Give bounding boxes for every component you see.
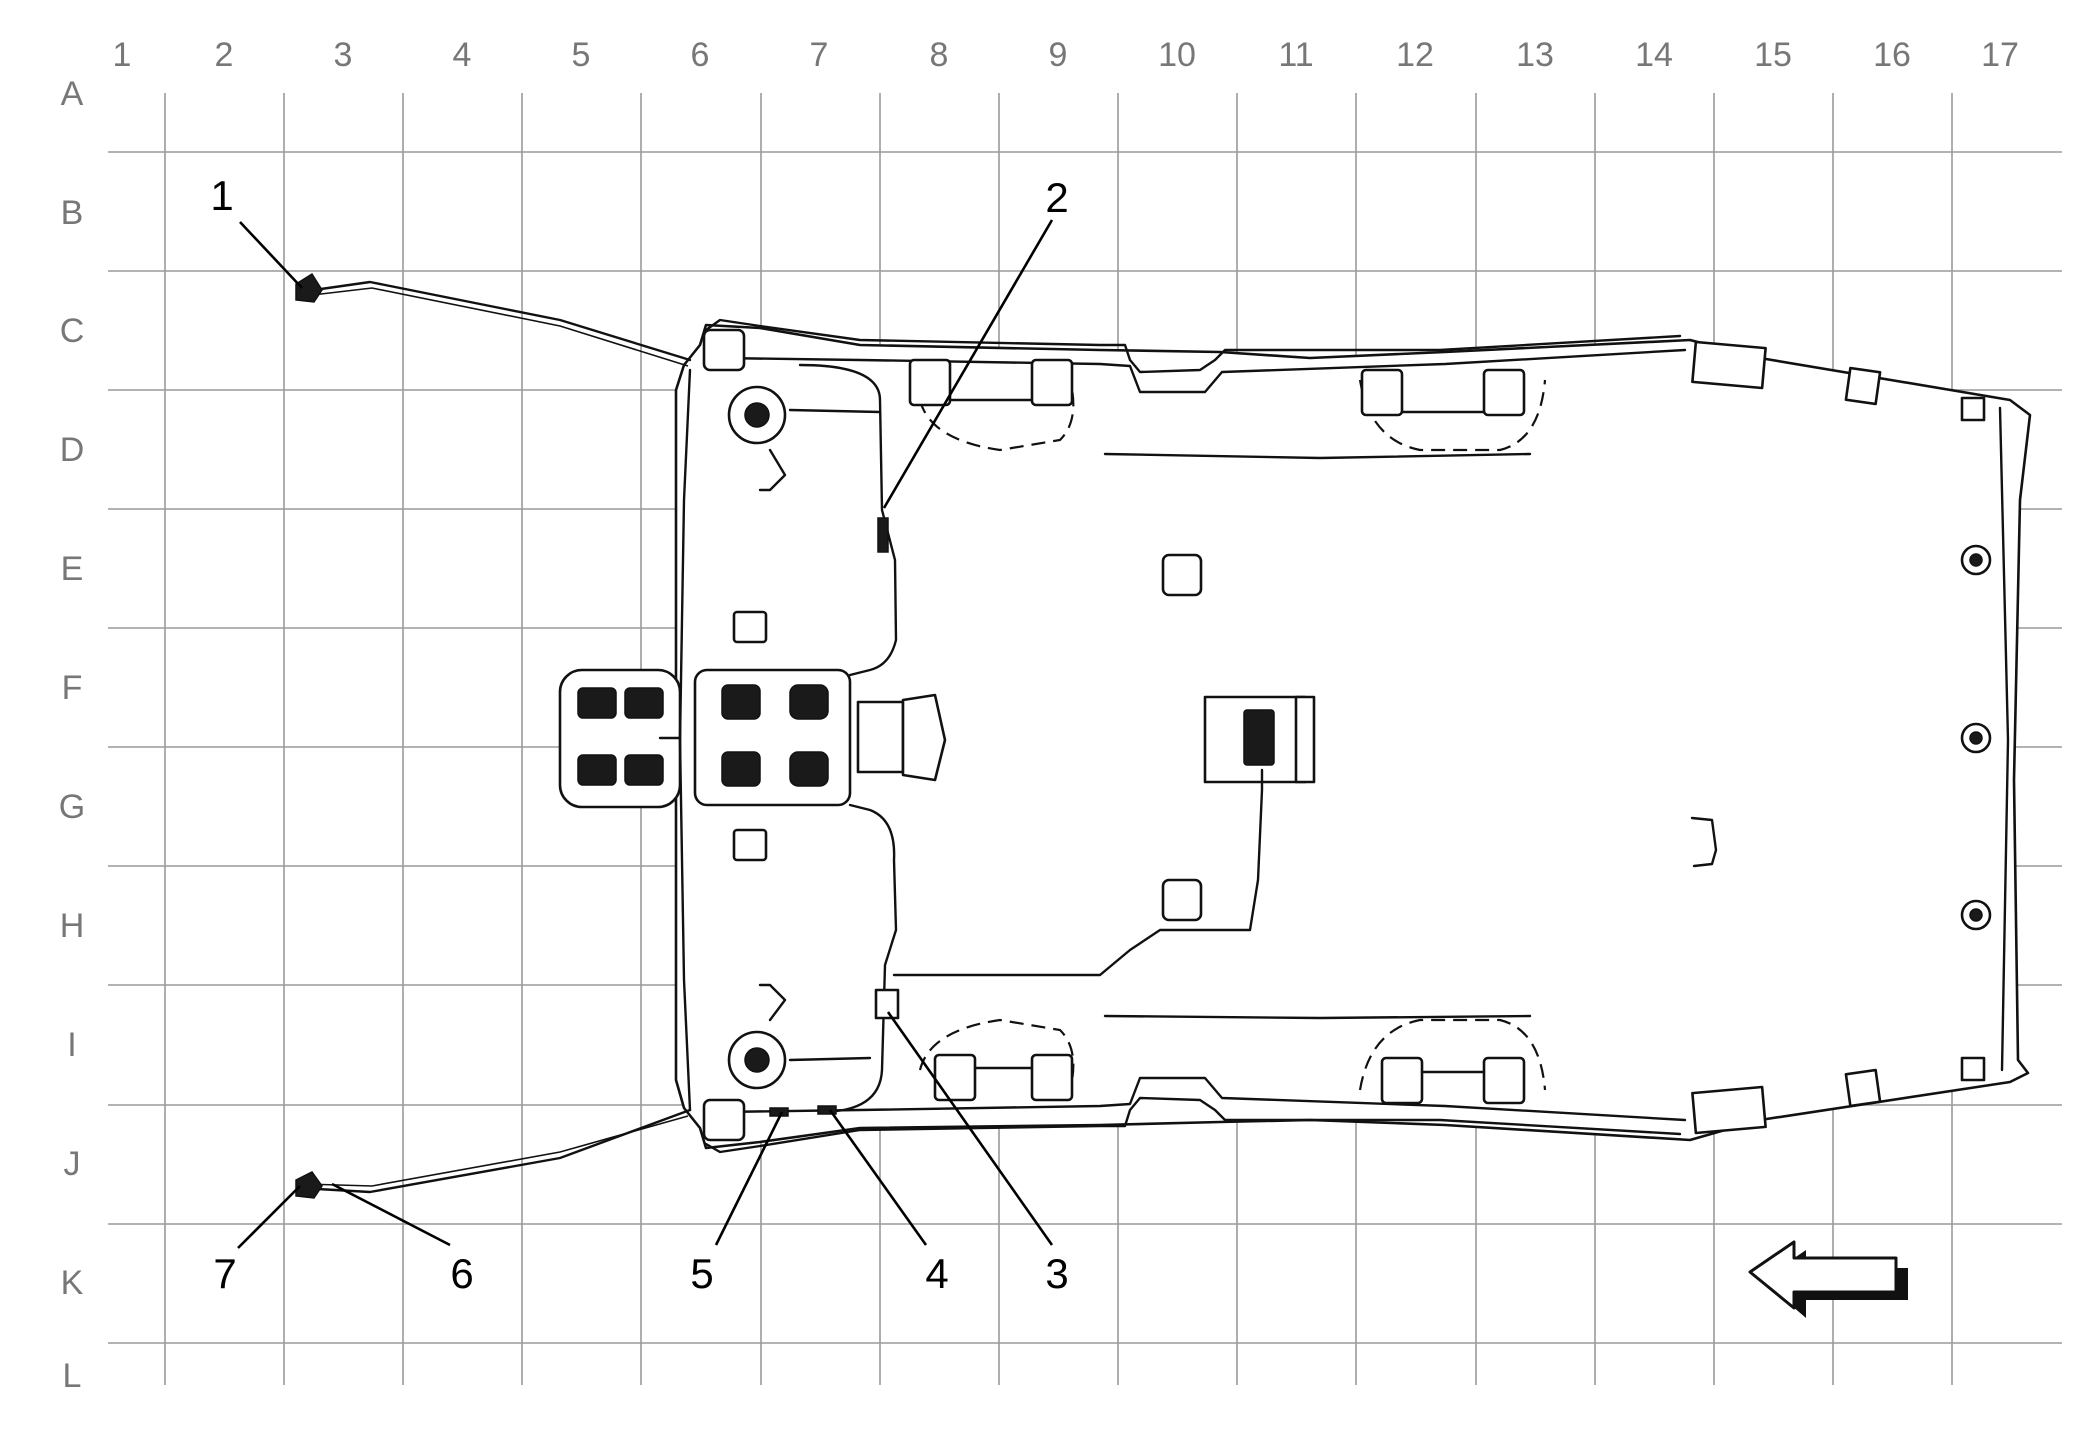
row-label-H: H <box>60 907 85 945</box>
column-label-6: 6 <box>691 36 710 74</box>
row-label-F: F <box>62 669 83 707</box>
column-label-17: 17 <box>1981 36 2019 74</box>
column-label-16: 16 <box>1873 36 1911 74</box>
column-label-3: 3 <box>334 36 353 74</box>
row-label-K: K <box>61 1264 84 1302</box>
row-label-L: L <box>63 1357 82 1395</box>
left-arrow-icon <box>1748 1240 1908 1318</box>
row-label-J: J <box>64 1145 81 1183</box>
callout-3: 3 <box>1045 1250 1068 1297</box>
column-label-13: 13 <box>1516 36 1554 74</box>
column-label-4: 4 <box>453 36 472 74</box>
row-label-C: C <box>60 312 85 350</box>
roof-components <box>558 328 1992 1142</box>
column-label-1: 1 <box>113 36 132 74</box>
row-label-E: E <box>61 550 84 588</box>
row-label-G: G <box>59 788 85 826</box>
column-label-10: 10 <box>1158 36 1196 74</box>
row-label-B: B <box>61 194 84 232</box>
row-label-D: D <box>60 431 85 469</box>
column-label-15: 15 <box>1754 36 1792 74</box>
column-label-9: 9 <box>1049 36 1068 74</box>
callout-7: 7 <box>213 1250 236 1297</box>
callout-1: 1 <box>210 172 233 219</box>
wiring-harness <box>298 280 1264 1194</box>
column-label-12: 12 <box>1396 36 1434 74</box>
column-label-11: 11 <box>1278 36 1313 74</box>
column-label-5: 5 <box>572 36 591 74</box>
column-label-2: 2 <box>215 36 234 74</box>
column-label-14: 14 <box>1635 36 1673 74</box>
row-label-A: A <box>61 75 84 113</box>
callout-5: 5 <box>690 1250 713 1297</box>
row-labels: A B C D E F G H I J K L <box>59 75 85 1395</box>
callout-6: 6 <box>450 1250 473 1297</box>
connectors <box>295 272 900 1199</box>
column-label-8: 8 <box>930 36 949 74</box>
callout-labels: 1 2 3 4 5 6 7 <box>210 172 1068 1297</box>
callout-leaders <box>237 219 1054 1249</box>
row-label-I: I <box>67 1026 76 1064</box>
column-label-7: 7 <box>810 36 829 74</box>
callout-2: 2 <box>1045 174 1068 221</box>
callout-4: 4 <box>925 1250 948 1297</box>
